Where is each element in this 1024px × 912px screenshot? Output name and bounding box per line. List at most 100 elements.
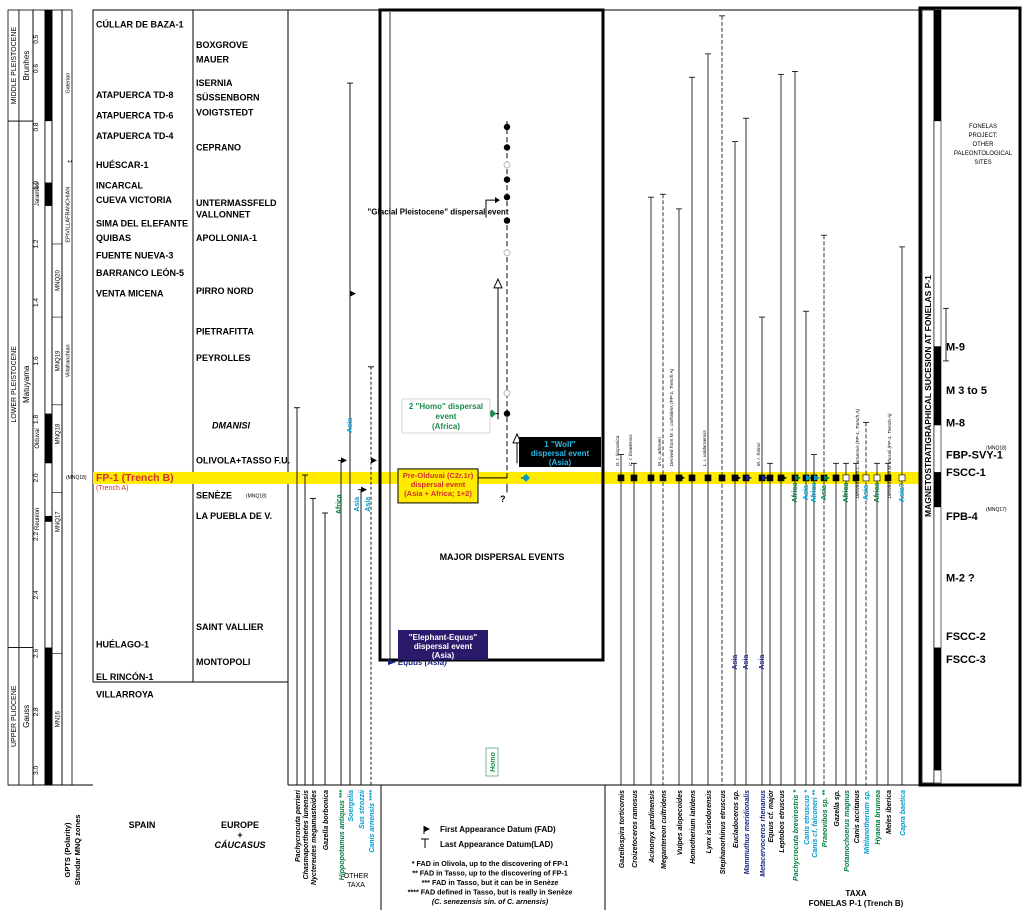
magneto-unit-label: M-8 — [946, 417, 965, 429]
other-origin-label: Africa — [336, 494, 343, 514]
equus-label: Equus (Asia) — [398, 658, 447, 667]
magneto-normal-bar — [934, 10, 941, 122]
glacial-event-label: "Glacial Pleistocene" dispersal event — [368, 208, 509, 217]
mnq-label: MNQ20 — [56, 270, 62, 291]
europe-site-label: SÜSSENBORN — [196, 93, 260, 103]
europe-site-label: OLIVOLA+TASSO F.U. — [196, 455, 290, 465]
epoch-label: LOWER PLEISTOCENE — [11, 346, 18, 423]
spain-site-label: FUENTE NUEVA-3 — [96, 251, 173, 261]
tick-label: 0.5 — [33, 34, 40, 43]
taxon-fad-arrow — [795, 474, 801, 481]
taxon-origin-label: Africa — [874, 483, 881, 503]
tick-label: 1.6 — [33, 356, 40, 365]
magneto-panel: MAGNETOSTRATIGRAPHICAL SUCESION AT FONEL… — [918, 6, 1022, 787]
mnq-label: MNQ19 — [56, 350, 62, 371]
homo-event-box — [401, 398, 491, 434]
spain-site-label: HUÉSCAR-1 — [96, 160, 149, 170]
europe-site-label: LA PUEBLA DE V. — [196, 511, 272, 521]
polarity-normal-bar — [45, 182, 52, 206]
taxon-name: Homotherium latidens — [690, 790, 697, 864]
taxon-name: Gazella sp. — [834, 790, 841, 827]
other-taxon-fad-marker — [361, 486, 367, 493]
taxon-origin-label: Asia — [732, 655, 739, 670]
europe-site-label: SAINT VALLIER — [196, 622, 264, 632]
epoch-label: MIDDLE PLEISTOCENE — [11, 27, 18, 105]
magneto-title: MAGNETOSTRATIGRAPHICAL SUCESION AT FONEL… — [923, 275, 933, 517]
wolf-diamond — [522, 473, 530, 482]
europe-site-label: PIETRAFITTA — [196, 327, 254, 337]
europe-site-label: MONTOPOLI — [196, 657, 250, 667]
subchron-label: Olduvai — [35, 428, 41, 448]
legend-note: *** FAD in Tasso, but it can be in Senèz… — [422, 878, 559, 887]
dispersal-frame — [378, 8, 605, 662]
taxon-name: Leptobos etruscus — [779, 790, 786, 853]
spain-title: SPAIN — [129, 820, 156, 830]
legend-note: ** FAD in Tasso, up to the discovering o… — [412, 869, 568, 878]
epoch-label: UPPER PLIOCENE — [11, 685, 18, 747]
homo-arrow-head — [493, 277, 503, 289]
taxon-name: Canis cf. falconeri ** — [812, 790, 819, 858]
europe-site-label: MAUER — [196, 55, 229, 65]
major-dispersal-title: MAJOR DISPERSAL EVENTS — [440, 552, 565, 562]
elephant-line1: "Elephant-Equus" — [409, 633, 478, 642]
tick-label: 1.8 — [33, 415, 40, 424]
time-axis: MIDDLE PLEISTOCENE LOWER PLEISTOCENE UPPER… — [7, 9, 82, 886]
europe-site-label: SENÈZE — [196, 490, 232, 500]
preolduvai-line1: Pre-Olduvai (C2r.1r) — [403, 471, 474, 480]
tick-label: 1.4 — [33, 298, 40, 307]
mnq-label: MN16 — [56, 711, 62, 728]
homo-axis-label: Homo — [490, 751, 497, 772]
europe-site-label: VOIGTSTEDT — [196, 107, 254, 117]
fonelas-project-line: OTHER — [973, 142, 995, 148]
magneto-unit-label: FBP-SVY-1 — [946, 450, 1003, 462]
taxon-fp1-marker — [630, 474, 638, 482]
fonelas-project-line: PROJECT: — [968, 133, 997, 139]
fonelas-project-line: PALEONTOLOGICAL — [954, 151, 1013, 157]
polarity-normal-bar — [45, 647, 52, 785]
europe-site-label: PIRRO NORD — [196, 286, 254, 296]
legend-note: (C. senezensis sin. of C. arnensis) — [432, 897, 549, 906]
mnq-title: Standar MNQ zones — [73, 815, 82, 886]
tick-label: 2.0 — [33, 473, 40, 482]
magneto-unit-label: M-9 — [946, 341, 965, 353]
stage-label: Galerian — [66, 73, 72, 94]
legend-note: **** FAD defined in Tasso, but is really… — [408, 888, 573, 897]
mnq-column — [51, 9, 63, 786]
taxon-name: Acinonyx pardinensis — [649, 790, 656, 864]
legend-fad-label: First Appearance Datum (FAD) — [440, 825, 556, 834]
homo-record-hollow — [503, 249, 511, 257]
taxon-name: Mitilanotherium sp. — [864, 790, 871, 854]
legend-lad-label: Last Appearance Datum(LAD) — [440, 840, 553, 849]
taxon-fp1-marker — [898, 474, 906, 482]
tick-label: 2.6 — [33, 648, 40, 657]
taxon-vertical-note: C. r. fonelensis — [628, 434, 634, 466]
magneto-unit-label: FSCC-2 — [946, 631, 986, 643]
other-origin-label: Asia — [347, 418, 354, 433]
tick-label: 0.6 — [33, 64, 40, 73]
other-taxon-name: Nyctereutes megamastoides — [311, 790, 318, 885]
spain-site-label: ATAPUERCA TD-6 — [96, 110, 173, 120]
europe-site-label: UNTERMASSFELD — [196, 198, 277, 208]
taxon-origin-label: Asia? — [899, 483, 906, 502]
taxon-fad-arrow — [735, 474, 741, 481]
stage-label: EPIVILLAFRANCHIAN — [66, 187, 72, 243]
tick-label: 1.2 — [33, 239, 40, 248]
homo-record-dot — [503, 217, 511, 224]
spain-site-label: INCARCAL — [96, 180, 143, 190]
taxon-fp1-marker — [647, 474, 655, 482]
magneto-unit-zone: (MNQ18) — [986, 446, 1007, 452]
other-taxon-fad-marker — [371, 457, 377, 464]
taxon-origin-label: Asia — [821, 485, 828, 500]
tick-label: 1.0 — [33, 181, 40, 190]
spain-site-label: VENTA MICENA — [96, 289, 164, 299]
gpts-title: GPTS (Polarity) — [63, 822, 72, 878]
magneto-unit-label: M 3 to 5 — [946, 385, 987, 397]
taxon-name: Hyaena brunnea — [875, 790, 882, 845]
other-taxon-name: Sus strozzii — [359, 789, 366, 829]
taxon-fp1-marker — [862, 474, 870, 482]
taxon-fp1-marker — [873, 474, 881, 482]
taxon-fp1-marker — [659, 474, 667, 482]
